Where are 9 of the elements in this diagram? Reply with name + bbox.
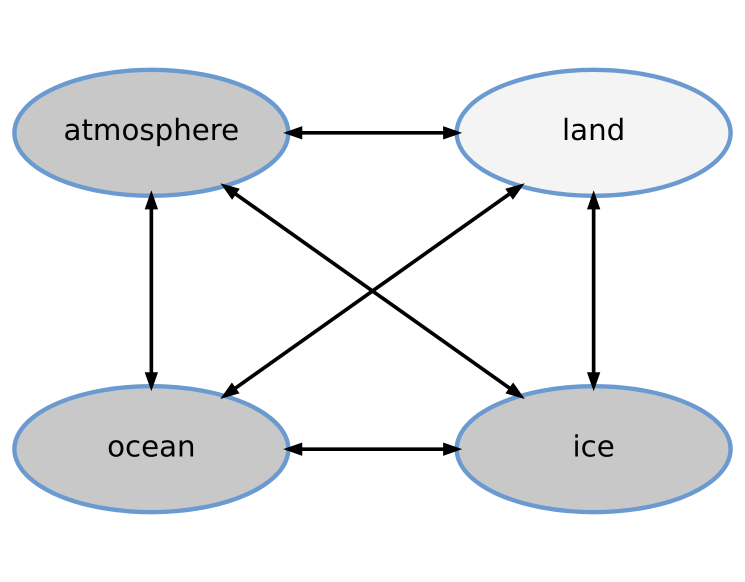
node-ellipse: land xyxy=(454,68,733,198)
arrow xyxy=(144,190,158,392)
node-ellipse: ice xyxy=(454,384,733,514)
arrow xyxy=(283,126,462,140)
node-ellipse: atmosphere xyxy=(12,68,290,198)
arrow xyxy=(283,442,462,456)
arrow xyxy=(586,190,600,392)
node-ellipse: ocean xyxy=(12,384,290,514)
arrow xyxy=(220,183,525,399)
